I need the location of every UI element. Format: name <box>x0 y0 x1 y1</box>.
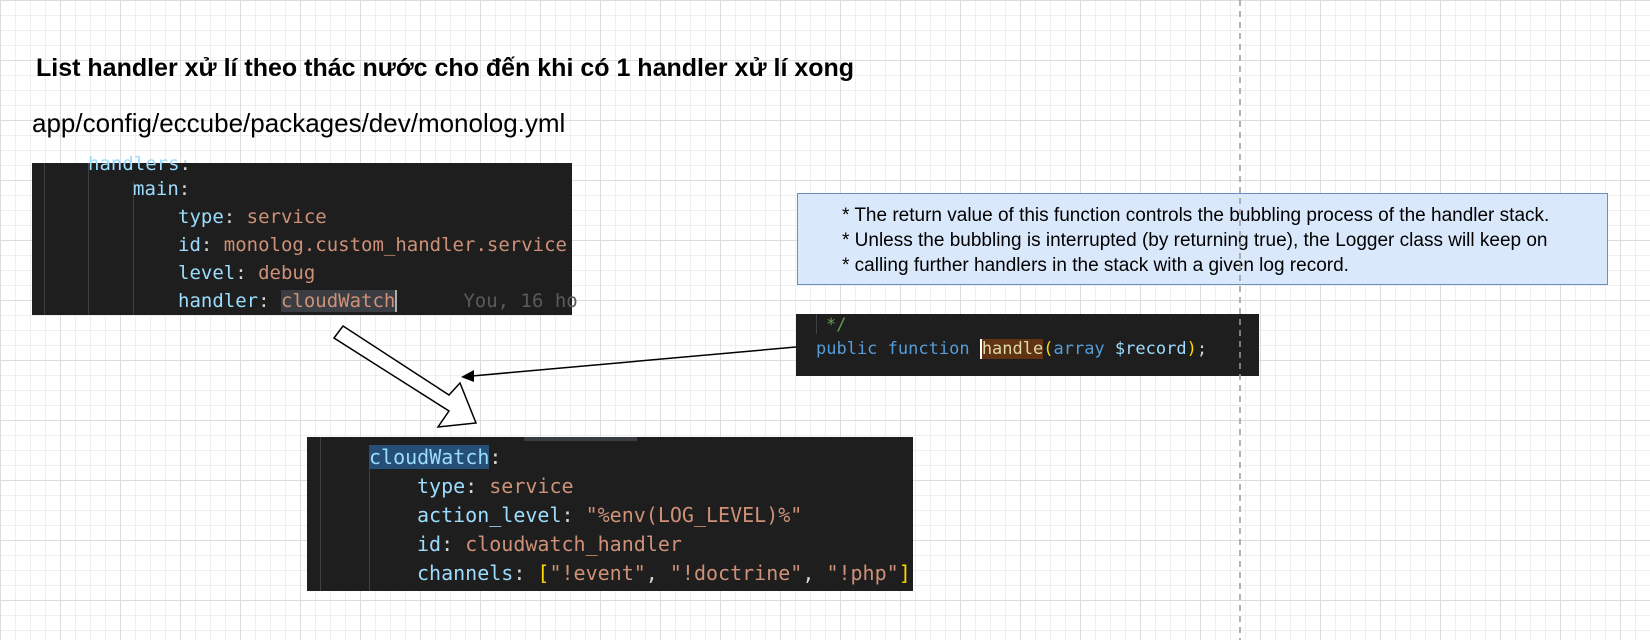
git-blame-annotation: You, 16 ho <box>463 290 578 312</box>
code-snippet-cloudwatch-handler: cloudWatch: type: service action_level: … <box>307 437 913 591</box>
code-line-handlers: handlers: <box>88 153 191 175</box>
page-title: List handler xử lí theo thác nước cho đế… <box>36 54 855 82</box>
code-line-type: type: service <box>417 474 574 498</box>
code-line-handle-signature: public function handle(array $record); <box>816 339 1208 359</box>
file-path-label: app/config/eccube/packages/dev/monolog.y… <box>32 108 566 138</box>
function-name-handle: handle <box>979 339 1044 359</box>
indent-guide <box>133 181 134 315</box>
note-line: * The return value of this function cont… <box>842 205 1550 226</box>
code-line-id: id: monolog.custom_handler.service <box>178 234 567 256</box>
indent-guide <box>88 163 89 315</box>
code-line-cloudwatch: cloudWatch: <box>369 445 502 469</box>
code-line-id: id: cloudwatch_handler <box>417 532 682 556</box>
note-line: * Unless the bubbling is interrupted (by… <box>842 230 1548 251</box>
code-line-channels: channels: ["!event", "!doctrine", "!php"… <box>417 561 911 585</box>
code-snippet-main-handler: handlers: main: type: service id: monolo… <box>32 153 578 315</box>
block-arrow-icon <box>332 324 478 428</box>
reference-arrow-line <box>471 346 797 377</box>
indent-guide <box>369 459 370 591</box>
indent-guide <box>44 163 45 315</box>
indent-guide <box>320 437 321 591</box>
handler-value-cloudwatch: cloudWatch <box>280 290 398 312</box>
arrowhead-icon <box>461 370 474 382</box>
code-line-type: type: service <box>178 206 327 228</box>
code-line-main: main: <box>133 178 191 200</box>
indent-guide <box>816 314 817 334</box>
code-line-comment-end: */ <box>826 315 847 335</box>
note-line: * calling further handlers in the stack … <box>842 255 1349 276</box>
code-line-level: level: debug <box>178 262 316 284</box>
doc-comment-note: * The return value of this function cont… <box>797 193 1608 285</box>
scroll-highlight <box>524 437 637 441</box>
code-snippet-handle-function: */ public function handle(array $record)… <box>796 314 1259 376</box>
code-line-action-level: action_level: "%env(LOG_LEVEL)%" <box>417 503 803 527</box>
